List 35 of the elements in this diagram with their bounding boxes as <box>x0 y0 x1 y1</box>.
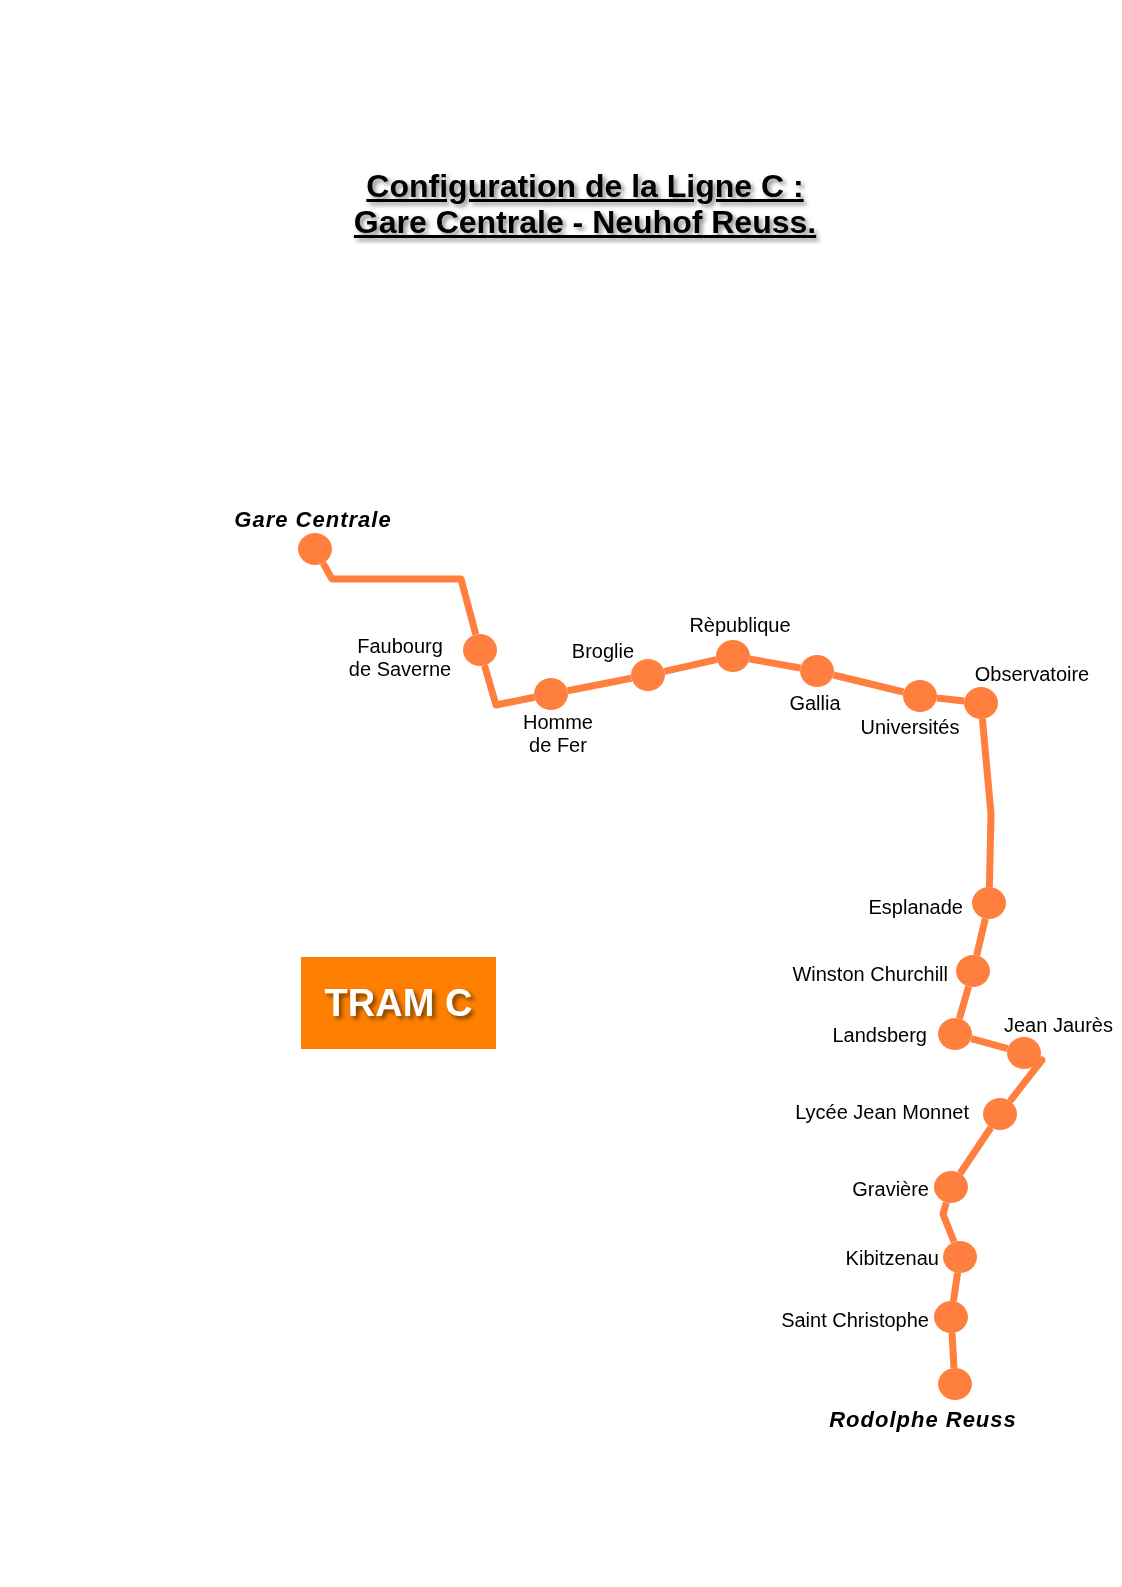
tram-line <box>957 1125 994 1176</box>
diagram-title: Configuration de la Ligne C : Gare Centrale - Neuhof Reuss. <box>352 168 818 240</box>
tram-line <box>663 656 718 675</box>
station-name: Esplanade <box>868 895 963 919</box>
tram-line <box>978 718 995 888</box>
station-name: Homme de Fer <box>522 711 594 757</box>
tram-line <box>973 917 989 957</box>
tram-line <box>970 1035 1009 1052</box>
tram-line <box>319 561 480 636</box>
station-name: Gravière <box>852 1177 929 1201</box>
station-name: Saint Christophe <box>781 1308 929 1332</box>
tram-line <box>949 1272 962 1302</box>
tram-line <box>1007 1056 1046 1104</box>
tram-line <box>948 1332 958 1369</box>
station-name: Broglie <box>571 639 635 663</box>
tram-line <box>481 664 536 709</box>
station-name: Lycée Jean Monnet <box>795 1100 969 1124</box>
line-name-panel: TRAM C <box>301 957 496 1049</box>
tram-line <box>936 694 965 705</box>
station-name: Rèpublique <box>689 613 791 637</box>
tram-line <box>749 655 801 672</box>
station-name: Observatoire <box>974 662 1090 686</box>
tram-line <box>566 674 633 695</box>
terminus-name: Gare Centrale <box>234 507 392 531</box>
station-name: Gallia <box>789 691 841 715</box>
station-name: Landsberg <box>832 1023 927 1047</box>
terminus-name: Rodolphe Reuss <box>829 1407 1017 1431</box>
station-name: Faubourg de Saverne <box>347 635 453 681</box>
tram-line <box>832 671 905 696</box>
tram-line <box>956 985 972 1020</box>
tram-line <box>939 1201 958 1244</box>
station-name: Winston Churchill <box>792 962 948 986</box>
station-name: Jean Jaurès <box>1004 1013 1113 1037</box>
station-name: Kibitzenau <box>845 1246 939 1270</box>
station-name: Universités <box>860 715 960 739</box>
